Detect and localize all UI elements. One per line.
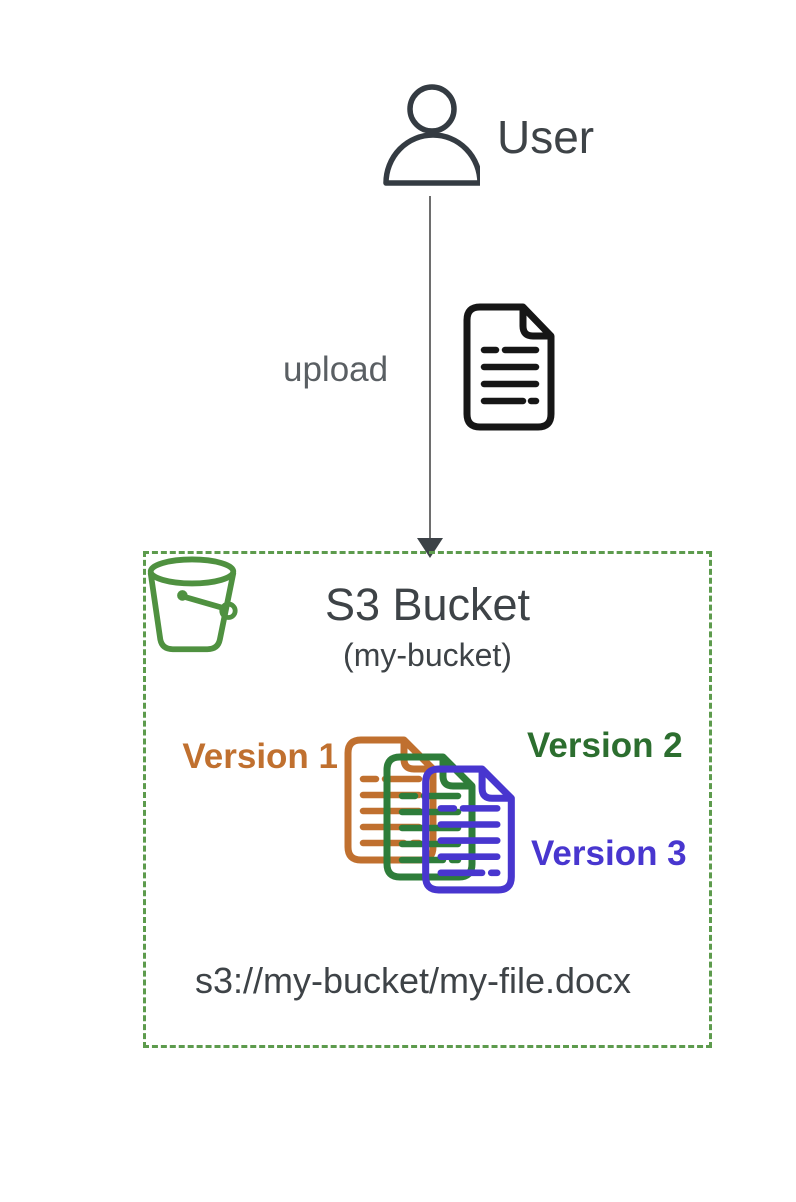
version-2-document-icon xyxy=(377,750,482,884)
version-3-document-icon xyxy=(415,762,522,897)
s3-bucket-box xyxy=(143,551,712,1048)
version-3-label: Version 3 xyxy=(531,834,687,873)
user-label: User xyxy=(497,111,595,163)
user-icon xyxy=(380,82,480,194)
version-1-label: Version 1 xyxy=(182,737,338,776)
version-2-label: Version 2 xyxy=(527,726,683,765)
upload-arrow-line xyxy=(429,196,431,542)
bucket-title: S3 Bucket xyxy=(324,579,531,630)
bucket-uri: s3://my-bucket/my-file.docx xyxy=(194,960,632,1001)
upload-file-icon xyxy=(457,300,561,434)
upload-label: upload xyxy=(283,350,389,389)
bucket-name: (my-bucket) xyxy=(343,637,512,673)
bucket-icon xyxy=(144,554,240,658)
